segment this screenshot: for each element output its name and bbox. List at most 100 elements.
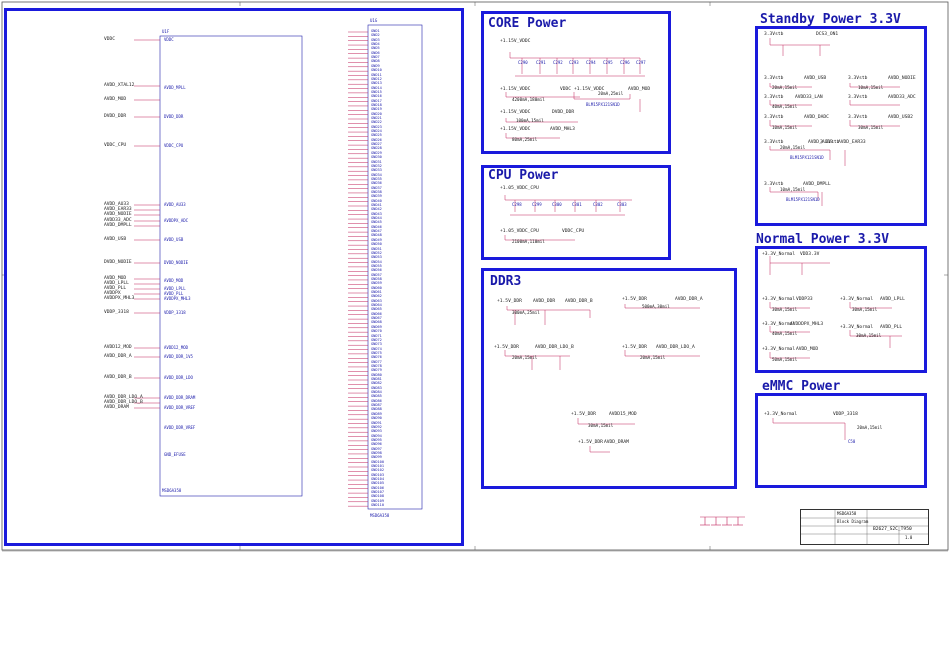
- core-sub1-src: +1.15V_VDDC: [500, 87, 531, 92]
- standby-src: 3.3Vstb: [764, 76, 784, 81]
- u1-right-net: AVDD12_MOD: [164, 345, 189, 350]
- u2-pin-label: GND86: [371, 398, 382, 403]
- cpu-cap-ref: C302: [593, 202, 603, 207]
- u2-pin-label: GND47: [371, 229, 382, 234]
- u1-left-net: AVDD_XTAL12: [104, 83, 135, 88]
- cpu-net: VDDC_CPU: [562, 229, 585, 234]
- standby-dst: DCS3_ON1: [816, 32, 839, 37]
- ddr-current: 300mA,25mil: [512, 310, 540, 315]
- core-power-panel: [481, 11, 671, 154]
- u1-left-net: AVDD_USB: [104, 237, 127, 242]
- u2-pin-label: GND5: [371, 46, 380, 51]
- u1-right-net: VDDC: [164, 37, 174, 42]
- core-power-title: CORE Power: [488, 16, 567, 31]
- cpu-current: 2100mA,110mil: [512, 239, 545, 244]
- u2-pin-label: GND89: [371, 411, 382, 416]
- u1-right-net: AVDDPX_MHL3: [164, 296, 191, 301]
- u2-pin-label: GND42: [371, 207, 382, 212]
- u2-pin-label: GND9: [371, 63, 380, 68]
- u1-right-net: AVDD_DDR_VREF: [164, 405, 196, 410]
- u1-right-net: AVDD_DDR_1V5: [164, 354, 193, 359]
- standby-src: 3.3Vstb: [764, 95, 784, 100]
- normal-src: +3.3V_Normal: [840, 325, 874, 330]
- u2-pin-label: GND50: [371, 242, 382, 247]
- u2-pin-label: GND27: [371, 142, 382, 147]
- standby-src: 3.3Vstb: [764, 140, 784, 145]
- core-sub5-current: 80mA,25mil: [512, 137, 538, 142]
- u2-pin-label: GND22: [371, 120, 382, 125]
- core-sub3-dst: AVDD_MOD: [628, 87, 651, 92]
- u2-pin-label: GND90: [371, 416, 382, 421]
- ddr-src: +1.5V_DDR: [494, 345, 519, 350]
- u2-pin-label: GND85: [371, 394, 382, 399]
- u2-pin-label: GND92: [371, 424, 382, 429]
- core-sub2-current: 20mA,25mil: [598, 91, 624, 96]
- standby-current: 30mA,15mil: [858, 125, 884, 130]
- cpu-cap-ref: C299: [532, 202, 542, 207]
- u2-pin-label: GND103: [371, 472, 384, 477]
- ddr-current: 20mA,15mil: [512, 355, 538, 360]
- u2-pin-label: GND110: [371, 503, 384, 508]
- standby-dst: AVDD_USB2: [888, 115, 913, 120]
- normal-src: +3.3V_Normal: [762, 347, 796, 352]
- normal-src: +3.3V_Normal: [762, 252, 796, 257]
- core-cap-ref: C292: [553, 60, 563, 65]
- u2-pin-label: GND13: [371, 81, 382, 86]
- standby-current: 10mA,15mil: [772, 125, 798, 130]
- standby-dst: AVDD_NODIE: [888, 76, 916, 81]
- u2-pin-label: GND24: [371, 129, 382, 134]
- normal-power-title: Normal Power 3.3V: [756, 232, 890, 247]
- ddr-src: +1.5V_DDR: [622, 345, 647, 350]
- u2-pin-label: GND69: [371, 324, 382, 329]
- normal-current: 50mA,15mil: [772, 357, 798, 362]
- u1-left-net: DVDD_DDR: [104, 114, 127, 119]
- u2-pin-label: GND93: [371, 429, 382, 434]
- u2-pin-label: GND28: [371, 146, 382, 151]
- u2-part-label: MSD6A358: [370, 513, 390, 518]
- u2-pin-label: GND16: [371, 94, 382, 99]
- u2-pin-label: GND61: [371, 290, 382, 294]
- core-bead: BLM15PX121SN1D: [586, 102, 620, 107]
- ddr3-title: DDR3: [490, 274, 522, 289]
- core-cap-ref: C291: [536, 60, 546, 65]
- standby-dst: AVDD_EAR33: [838, 140, 866, 145]
- cpu-rail-in: +1.05_VDDC_CPU: [500, 186, 539, 191]
- u2-pin-label: GND29: [371, 150, 382, 155]
- u1-right-net: AVDD_MPLL: [164, 85, 186, 90]
- u1-right-net: VDDP_3318: [164, 310, 186, 315]
- core-cap-ref: C296: [620, 60, 630, 65]
- u1-left-net: AVDD_PLL: [104, 286, 127, 291]
- main-ic-panel: [4, 8, 464, 546]
- cpu-power-panel: [481, 165, 671, 260]
- standby-dst: AVDD_DADC: [804, 115, 829, 120]
- emmc-cap: C50: [848, 439, 856, 444]
- u2-pin-label: GND36: [371, 181, 382, 186]
- u2-pin-label: GND20: [371, 111, 382, 116]
- u2-pin-label: GND107: [371, 490, 384, 495]
- u1-left-net: VDDP_3318: [104, 310, 129, 315]
- u1-left-net: VDDC: [104, 37, 116, 42]
- u2-pin-label: GND95: [371, 437, 382, 442]
- u2-pin-label: GND105: [371, 481, 384, 486]
- u2-pin-label: GND1: [371, 29, 380, 33]
- ddr-current: 30mA,15mil: [588, 423, 614, 428]
- ddr3-panel: [481, 268, 737, 489]
- u2-pin-label: GND53: [371, 255, 382, 260]
- u2-pin-label: GND104: [371, 477, 384, 482]
- u2-pin-label: GND66: [371, 311, 382, 316]
- u2-pin-label: GND32: [371, 163, 382, 168]
- standby-current: 40mA,15mil: [772, 104, 798, 109]
- u2-pin-label: GND98: [371, 450, 382, 455]
- u2-ref-label: U1G: [370, 18, 378, 23]
- u1-right-net: AVDD_DDR_VREF: [164, 425, 196, 430]
- u1-left-net: AVDD_MOD: [104, 276, 127, 281]
- u2-pin-label: GND65: [371, 307, 382, 312]
- normal-dst: AVDD_MOD: [796, 347, 819, 352]
- u2-pin-label: GND96: [371, 442, 382, 447]
- cpu-rail-in-2: +1.05_VDDC_CPU: [500, 229, 539, 234]
- u2-pin-label: GND48: [371, 233, 382, 238]
- u2-pin-label: GND7: [371, 55, 380, 60]
- u2-pin-label: GND109: [371, 498, 384, 503]
- standby-bead-1: BLM15PX121SN1D: [790, 155, 824, 160]
